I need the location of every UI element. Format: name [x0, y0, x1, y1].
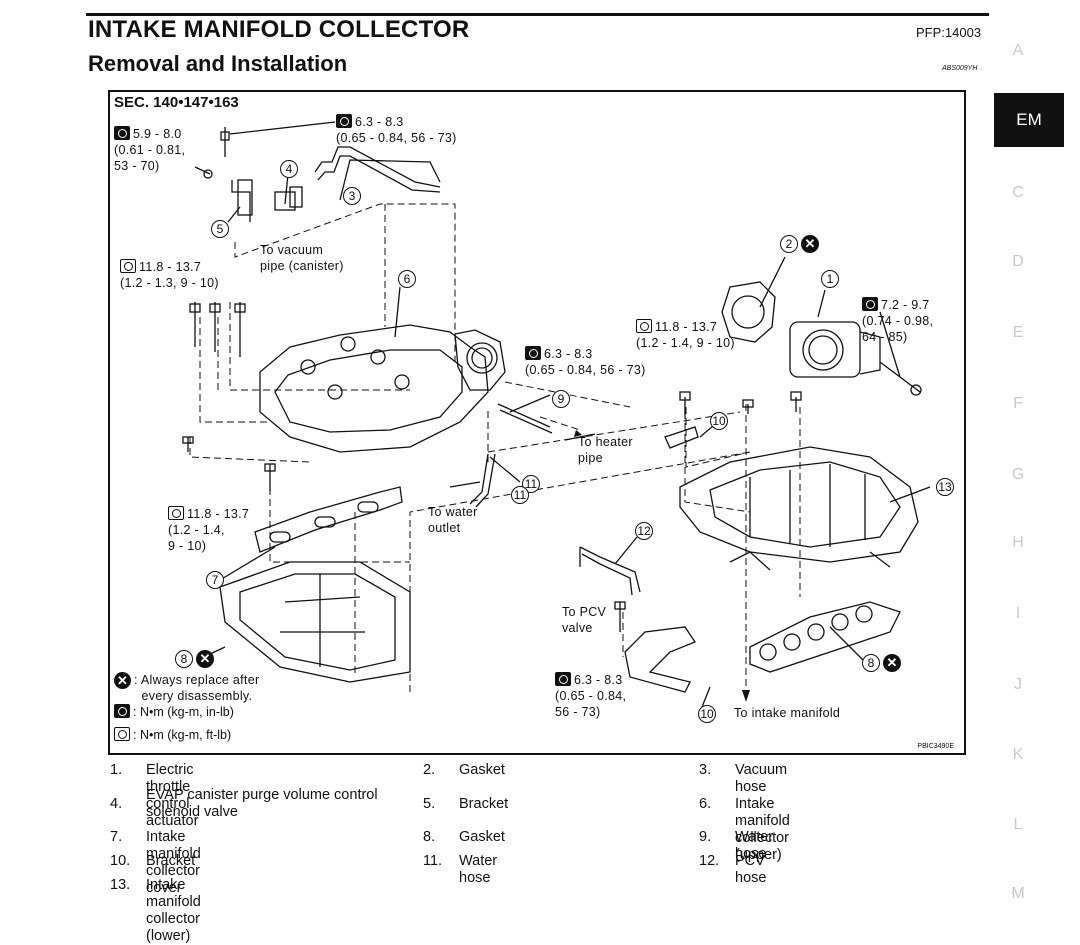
callout-9: 9	[552, 390, 570, 408]
section-tab-g[interactable]: G	[1011, 466, 1025, 483]
callout-2: 2	[780, 235, 798, 253]
torque-ft-lb-icon	[114, 726, 130, 741]
pfp-code: PFP:14003	[916, 25, 982, 40]
callout-12: 12	[635, 522, 653, 540]
callout-8-right: 8	[862, 654, 880, 672]
torque-in-lb-icon	[862, 297, 878, 311]
torque-spec-throttle-mount: 11.8 - 13.7 (1.2 - 1.4, 9 - 10)	[636, 319, 735, 350]
legend-unit-ft-lb: : N•m (kg-m, ft-lb)	[114, 726, 259, 745]
section-tab-em[interactable]: EM	[994, 93, 1064, 147]
note-vacuum-pipe: To vacuum pipe (canister)	[260, 243, 344, 273]
figure-legend: ✕: Always replace after every disassembl…	[114, 672, 259, 744]
callout-7: 7	[206, 571, 224, 589]
torque-ft-lb-icon	[636, 319, 652, 333]
callout-3: 3	[343, 187, 361, 205]
section-tab-k[interactable]: K	[1012, 746, 1024, 763]
callout-13: 13	[936, 478, 954, 496]
replace-icon: ✕	[196, 650, 214, 668]
abs-code: ABS009YH	[942, 65, 978, 72]
section-tab-a[interactable]: A	[1012, 42, 1024, 59]
callout-4: 4	[280, 160, 298, 178]
section-tab-e[interactable]: E	[1012, 324, 1024, 341]
section-tab-j[interactable]: J	[1014, 676, 1022, 693]
replace-icon: ✕	[801, 235, 819, 253]
torque-in-lb-icon	[114, 126, 130, 140]
torque-spec-bracket-upper: 6.3 - 8.3 (0.65 - 0.84, 56 - 73)	[525, 346, 646, 377]
page-subtitle: Removal and Installation	[88, 51, 348, 76]
page-title: INTAKE MANIFOLD COLLECTOR	[88, 16, 470, 43]
callout-5: 5	[211, 220, 229, 238]
torque-spec-bolt-hose: 6.3 - 8.3 (0.65 - 0.84, 56 - 73)	[336, 114, 457, 145]
exploded-drawing	[182, 121, 931, 713]
section-reference: SEC. 140•147•163	[114, 94, 239, 111]
note-heater-pipe: To heater pipe	[578, 435, 633, 465]
section-tab-d[interactable]: D	[1012, 253, 1024, 270]
torque-ft-lb-icon	[120, 259, 136, 273]
callout-8-left: 8	[175, 650, 193, 668]
torque-in-lb-icon	[336, 114, 352, 128]
callout-10-upper: 10	[710, 412, 728, 430]
section-tab-m[interactable]: M	[1011, 885, 1025, 902]
torque-spec-bolt-bracket: 5.9 - 8.0 (0.61 - 0.81, 53 - 70)	[114, 126, 186, 173]
section-tab-f[interactable]: F	[1013, 395, 1023, 412]
exploded-view-figure: SEC. 140•147•163 5.9 - 8.0 (0.61 - 0.81,…	[108, 90, 966, 755]
torque-spec-bracket-lower: 6.3 - 8.3 (0.65 - 0.84, 56 - 73)	[555, 672, 627, 719]
legend-replace: ✕: Always replace after every disassembl…	[114, 672, 259, 704]
callout-11-b: 11	[511, 486, 529, 504]
note-water-outlet: To water outlet	[428, 505, 478, 535]
replace-icon: ✕	[114, 672, 131, 689]
note-pcv-valve: To PCV valve	[562, 605, 607, 635]
callout-10-lower: 10	[698, 705, 716, 723]
header-rule	[86, 13, 989, 16]
torque-ft-lb-icon	[168, 506, 184, 520]
legend-unit-in-lb: : N•m (kg-m, in-lb)	[114, 704, 259, 722]
section-tab-l[interactable]: L	[1013, 816, 1023, 833]
torque-in-lb-icon	[525, 346, 541, 360]
torque-in-lb-icon	[555, 672, 571, 686]
section-tab-c[interactable]: C	[1012, 184, 1024, 201]
torque-spec-throttle-bolt: 7.2 - 9.7 (0.74 - 0.98, 64 - 85)	[862, 297, 934, 344]
replace-icon: ✕	[883, 654, 901, 672]
torque-spec-cover-bolts: 11.8 - 13.7 (1.2 - 1.4, 9 - 10)	[168, 506, 250, 553]
callout-1: 1	[821, 270, 839, 288]
note-intake-manifold: To intake manifold	[734, 706, 841, 720]
torque-spec-upper-bolts: 11.8 - 13.7 (1.2 - 1.3, 9 - 10)	[120, 259, 219, 290]
section-tab-h[interactable]: H	[1012, 534, 1024, 551]
callout-6: 6	[398, 270, 416, 288]
section-tab-i[interactable]: I	[1015, 605, 1021, 622]
figure-code: PBIC3490E	[917, 743, 954, 750]
torque-in-lb-icon	[114, 704, 130, 718]
